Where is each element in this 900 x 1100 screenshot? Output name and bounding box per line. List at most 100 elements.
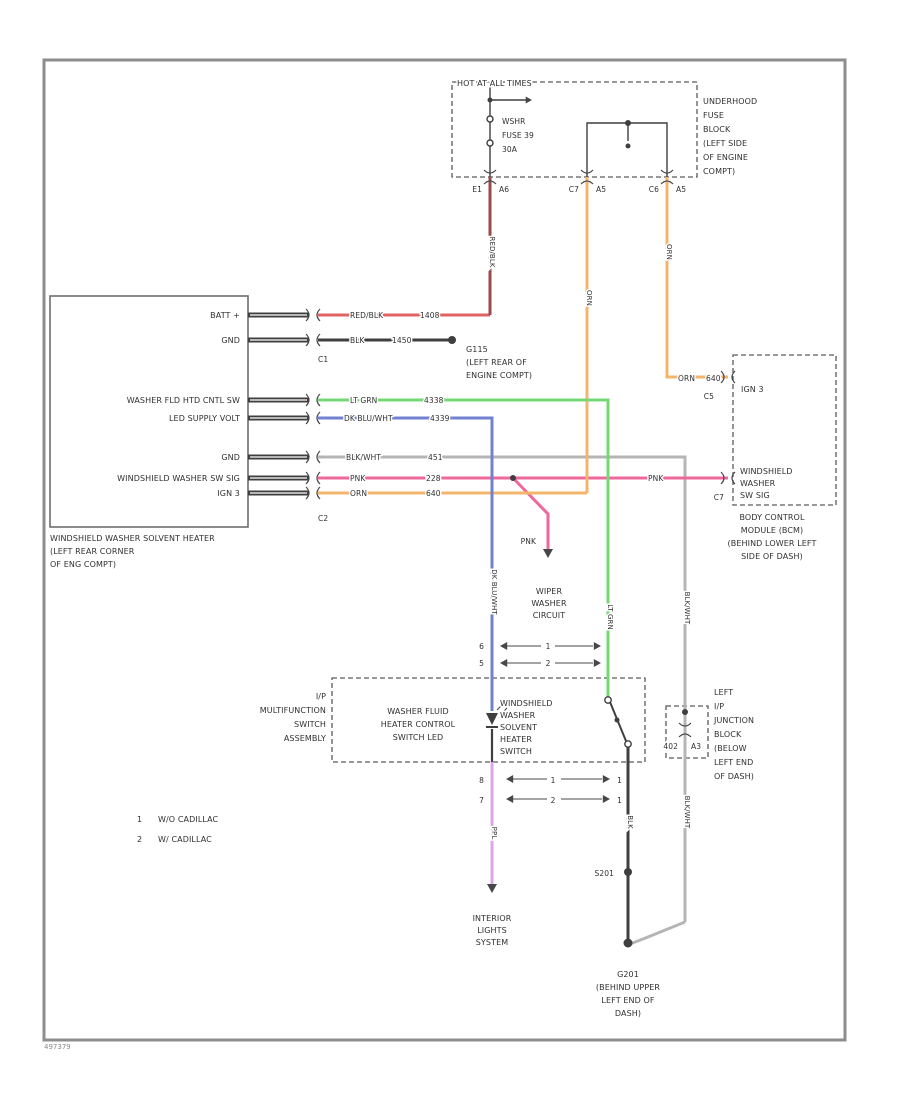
fuse-block-bus-bracket [586, 122, 668, 177]
connector-mark [678, 722, 692, 727]
label: C5 [704, 392, 714, 401]
label: 2 [546, 659, 551, 668]
led-ray [500, 707, 508, 715]
connector-mark [316, 471, 321, 485]
label: SWITCH [500, 747, 532, 756]
label: 402 [663, 742, 678, 751]
label: PNK [648, 474, 664, 483]
arrowhead [602, 775, 610, 783]
pnk-circuit-arrow [543, 549, 553, 558]
label: DASH) [615, 1009, 641, 1018]
label: C2 [318, 514, 328, 523]
label: UNDERHOOD [703, 97, 757, 106]
fuse-number: FUSE 39 [502, 131, 534, 140]
label: 4338 [424, 396, 444, 405]
pin-gnd-2: GND [221, 453, 240, 462]
connector-mark [316, 393, 321, 407]
label: PPL [490, 827, 498, 840]
label: OF DASH) [714, 772, 754, 781]
bus-dot [625, 120, 631, 126]
washer-solvent-heater-box [49, 295, 249, 528]
pnk-splice-dot [510, 475, 516, 481]
multifunction-switch-box [331, 677, 646, 763]
connector-mark [316, 411, 321, 425]
led-icon [486, 713, 498, 725]
diagram-frame [42, 58, 847, 1042]
label: WINDSHIELD WASHER SOLVENT HEATER [50, 534, 215, 543]
label: COMPT) [703, 167, 735, 176]
pin-batt: BATT + [210, 311, 240, 320]
connector-mark [660, 180, 674, 185]
arrowhead [602, 795, 610, 803]
dk-blu-wht-led-wire [318, 416, 494, 711]
hot-at-all-times-label: HOT AT ALL TIMES [457, 79, 532, 88]
label: WASHER [740, 479, 776, 488]
connector-mark [305, 450, 310, 464]
label: 5 [479, 659, 484, 668]
arrowhead [500, 659, 508, 667]
label: LT GRN [606, 604, 614, 630]
label: A6 [499, 185, 509, 194]
label: SOLVENT [500, 723, 537, 732]
label: C1 [318, 355, 328, 364]
label: JUNCTION [713, 716, 754, 725]
label: (BEHIND LOWER LEFT [728, 539, 817, 548]
label: WASHER [500, 711, 536, 720]
connector-mark [731, 471, 736, 485]
label: ASSEMBLY [284, 734, 326, 743]
label: 640 [426, 489, 441, 498]
label: BLK/WHT [346, 453, 381, 462]
fuse-name: WSHR [502, 117, 525, 126]
label: 640 [706, 374, 721, 383]
label: BLOCK [714, 730, 742, 739]
label: 228 [426, 474, 441, 483]
g115-ground-dot [448, 336, 456, 344]
label: C7 [714, 493, 724, 502]
label: LIGHTS [477, 926, 507, 935]
pin-led-supply: LED SUPPLY VOLT [169, 414, 240, 423]
bcm-box [732, 354, 837, 506]
label: (LEFT REAR CORNER [50, 547, 135, 556]
connector-mark [580, 180, 594, 185]
junction-block-box [665, 705, 709, 759]
label: SW SIG [740, 491, 770, 500]
connector-mark [316, 333, 321, 347]
connector-mark [678, 733, 692, 738]
connector-mark [305, 333, 310, 347]
label: 7 [479, 796, 484, 805]
switch-contact-top [604, 696, 612, 704]
connector-mark [580, 169, 594, 174]
connector-mark [720, 471, 725, 485]
feed-dot [487, 97, 493, 103]
label: WASHER [531, 599, 567, 608]
blk-wht-gnd-bend [629, 920, 686, 946]
bus-stub-arrow [525, 96, 532, 104]
fuse-bottom-terminal [486, 139, 494, 147]
label: FUSE [703, 111, 724, 120]
label: DK BLU/WHT [490, 569, 498, 615]
label: SWITCH [294, 720, 326, 729]
pin-gnd-1: GND [221, 336, 240, 345]
label: LT GRN [350, 396, 377, 405]
arrowhead [593, 642, 601, 650]
orn-vertical-2 [665, 177, 728, 379]
label: WINDSHIELD [740, 467, 793, 476]
label: C6 [649, 185, 659, 194]
label: ORN [678, 374, 695, 383]
label: (LEFT REAR OF [466, 358, 527, 367]
connector-mark [305, 471, 310, 485]
label: CIRCUIT [533, 611, 566, 620]
label: SWITCH LED [393, 733, 444, 742]
lt-grn-ctl-wire [318, 398, 610, 697]
label: (BELOW [714, 744, 747, 753]
label: DK BLU/WHT [344, 414, 393, 423]
label: PNK [521, 537, 537, 546]
label: 451 [428, 453, 443, 462]
connector-mark [731, 370, 736, 384]
label: G201 [617, 970, 639, 979]
label: I/P [316, 692, 326, 701]
underhood-fuse-block-box [451, 81, 698, 178]
label: BLK/WHT [683, 796, 691, 829]
connector-mark [720, 370, 725, 384]
